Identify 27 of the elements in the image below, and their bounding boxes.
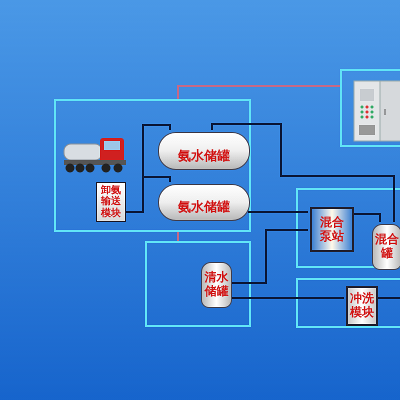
node-label: 混合罐 — [374, 233, 400, 261]
connector-line — [230, 229, 308, 284]
node-label: 氨水储罐 — [178, 150, 230, 164]
connector-line — [376, 297, 400, 299]
connector-line — [177, 232, 179, 241]
pump-station-box — [310, 207, 354, 252]
connector-line — [230, 297, 344, 299]
node-label: 氨水储罐 — [178, 201, 230, 216]
vertical-tank — [372, 224, 400, 270]
node-label: 卸氨输送模块 — [100, 184, 122, 220]
section-frame — [296, 188, 400, 268]
section-frame — [54, 99, 251, 232]
connector-line — [352, 213, 381, 222]
module-box — [346, 286, 378, 326]
section-frame — [145, 241, 251, 327]
horizontal-tank — [158, 184, 250, 221]
vertical-tank — [201, 262, 232, 308]
node-label: 清水储罐 — [203, 271, 230, 299]
connector-line — [248, 211, 308, 213]
connector-line — [211, 123, 395, 222]
connector-line — [177, 85, 340, 99]
section-frame — [340, 69, 400, 147]
node-label: 混合泵站 — [318, 216, 345, 244]
connector-line — [124, 176, 171, 213]
node-label: 冲洗模块 — [348, 292, 375, 320]
horizontal-tank — [158, 132, 250, 170]
section-frame — [296, 278, 400, 328]
